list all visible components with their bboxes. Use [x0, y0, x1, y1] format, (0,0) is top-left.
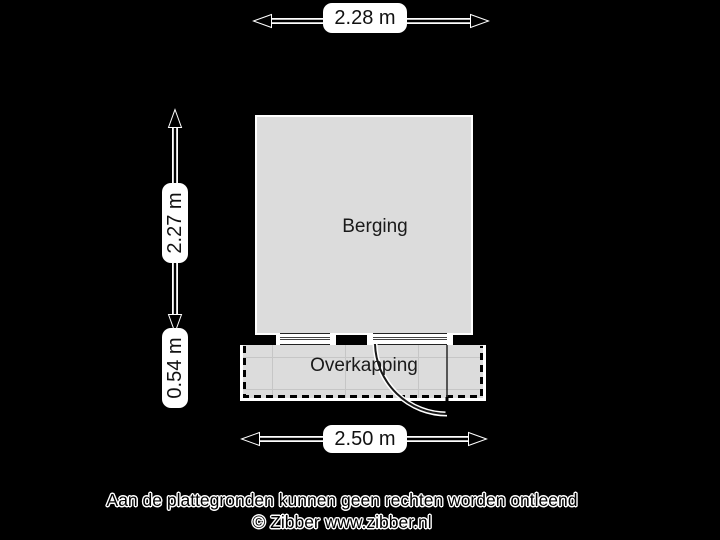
- berging-floor: [255, 115, 473, 335]
- tile-line: [243, 389, 483, 390]
- window-jamb-cap: [330, 333, 336, 345]
- window-glass-lines: [373, 337, 447, 341]
- disclaimer-text: Aan de plattegronden kunnen geen rechten…: [106, 490, 578, 510]
- dimension-label-top: 2.28 m: [323, 3, 407, 33]
- copyright-text: © Zibber www.zibber.nl: [252, 512, 432, 532]
- door-window-symbol: [373, 333, 447, 345]
- dimension-label-left-upper: 2.27 m: [162, 183, 188, 263]
- dimension-label-left-lower: 0.54 m: [162, 328, 188, 408]
- dimension-label-bottom: 2.50 m: [323, 425, 407, 453]
- window-jamb-cap: [367, 333, 373, 345]
- overkapping-room-label: Overkapping: [310, 355, 418, 376]
- berging-room-label: Berging: [342, 216, 408, 237]
- window-jamb-cap: [447, 333, 453, 345]
- window-jamb-cap: [276, 333, 280, 345]
- window-glass-lines: [280, 337, 330, 341]
- berging-bottom-wall: [243, 333, 485, 345]
- tile-line: [272, 345, 273, 398]
- window-symbol: [280, 333, 330, 345]
